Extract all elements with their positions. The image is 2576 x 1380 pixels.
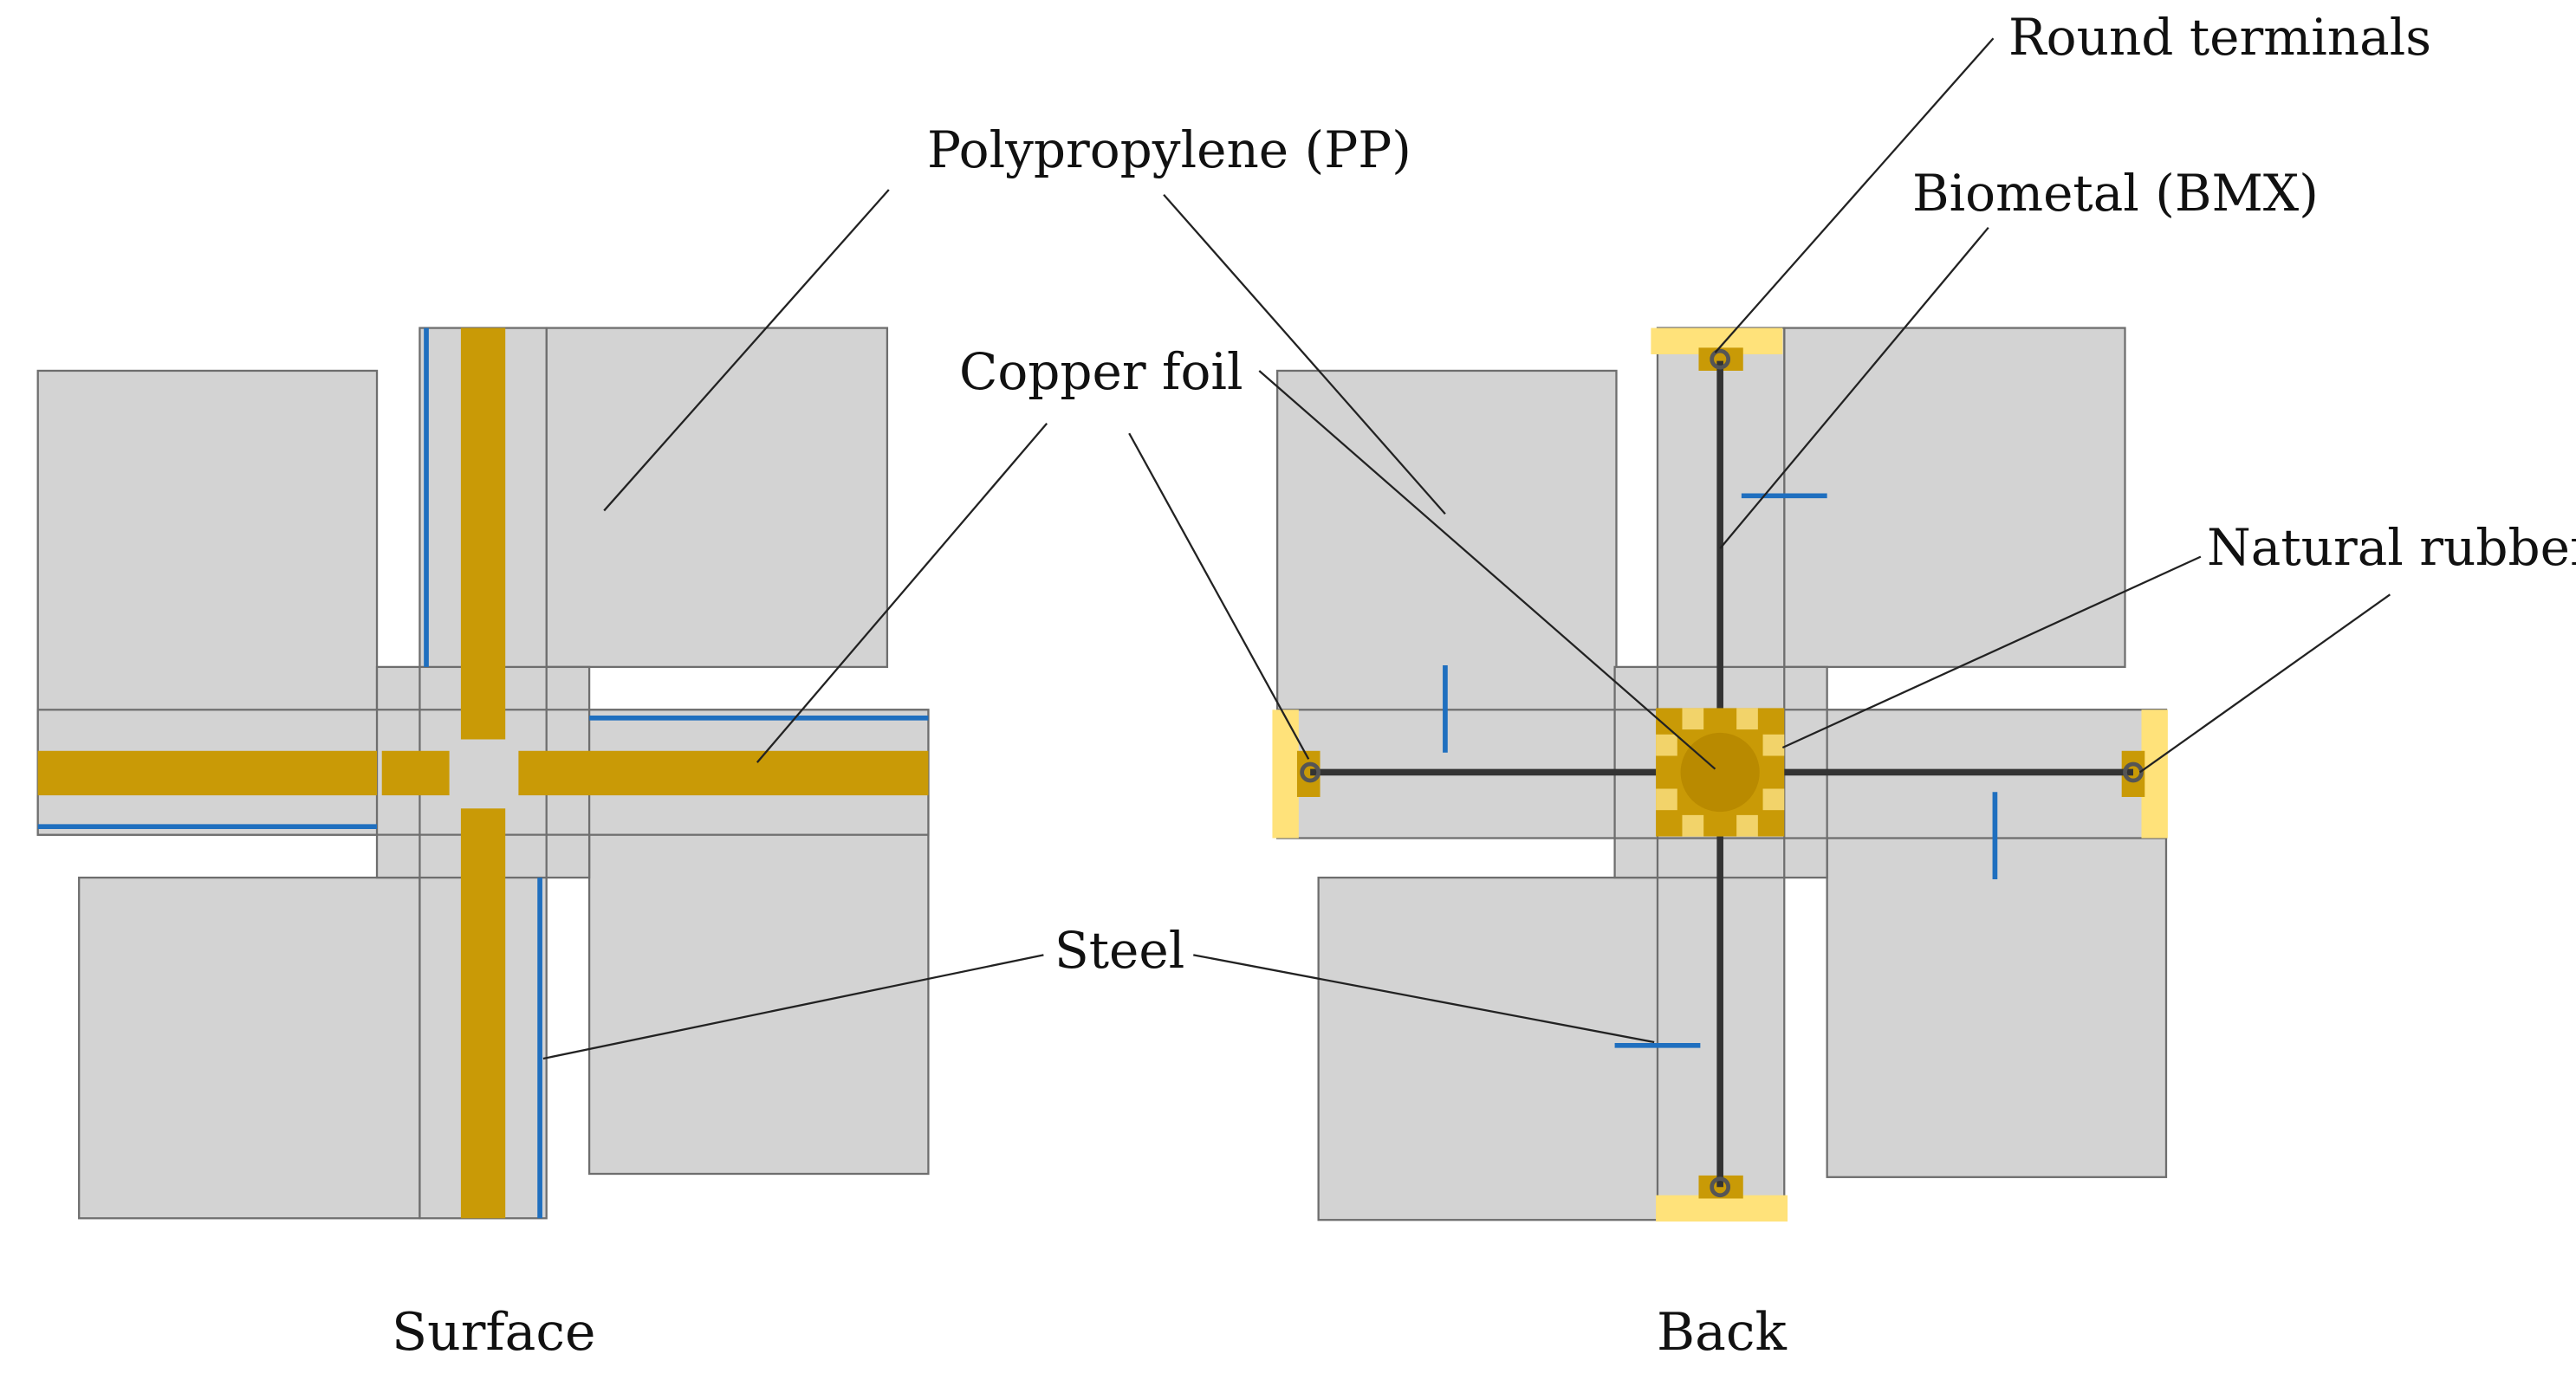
caption-back: Back [1657,1302,1787,1363]
label-natural-rubber: Natural rubber [2207,518,2576,577]
leader-copper-surface [756,423,1048,763]
pp-panel-bottom-left [1317,876,1661,1221]
leader-lines [542,37,2391,1060]
leader-polypropylene-surface [603,189,890,512]
round-terminal-top [1710,348,1731,370]
label-biometal: Biometal (BMX) [1912,164,2319,223]
label-polypropylene: Polypropylene (PP) [927,120,1411,179]
leader-polypropylene-back [1163,193,1446,515]
pp-panel-top-right [1783,327,2126,669]
surface-view [36,327,930,1220]
leader-copper-back-left [1128,432,1310,760]
copper-strip-left [37,750,378,796]
copper-strip-left-inner [381,750,450,796]
round-terminal-bottom [1710,1176,1731,1198]
leader-biometal [1719,226,1989,549]
leader-natural-rubber-right [2138,593,2391,774]
leader-steel-surface [542,954,1044,1060]
natural-rubber-center [1656,708,1785,837]
copper-strip-top [460,327,506,740]
leader-natural-rubber-center [1781,555,2202,749]
leader-copper-back-center [1258,370,1716,770]
caption-surface: Surface [392,1302,596,1363]
copper-strip-right [518,750,929,796]
pp-panel-bottom-left [78,876,421,1220]
rubber-pad-left [1272,709,1299,839]
leader-steel-back [1193,954,1655,1044]
copper-strip-bottom [460,808,506,1219]
pp-panel-top-right [545,327,889,669]
label-steel: Steel [1054,921,1185,980]
back-view [1272,327,2168,1222]
rubber-pad-right [2141,709,2168,839]
label-round-terminals: Round terminals [2008,8,2432,67]
round-terminal-left [1300,761,1321,783]
rubber-pad-bottom [1656,1195,1788,1222]
label-copper-foil: Copper foil [959,342,1243,401]
leader-round-terminals [1714,37,1995,353]
